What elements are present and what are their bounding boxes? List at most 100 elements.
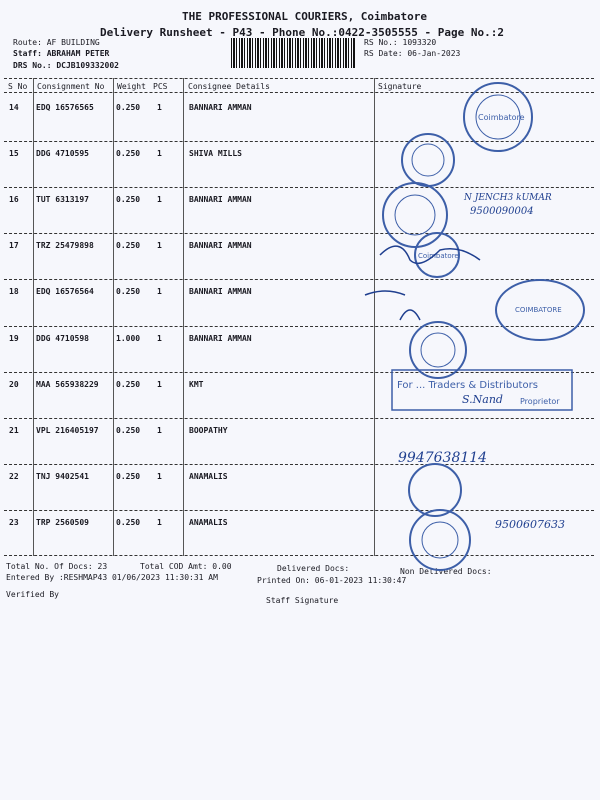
cell-sno: 16	[9, 195, 19, 205]
cell-wt: 0.250	[116, 379, 141, 389]
company-stamp	[409, 321, 467, 379]
svg-text:9500607633: 9500607633	[495, 518, 565, 531]
svg-text:9947638114: 9947638114	[398, 450, 487, 466]
table-row: 14 EDQ 16576565 0.250 1 BANNARI AMMAN	[0, 103, 600, 149]
cell-consignee: BANNARI AMMAN	[189, 287, 252, 297]
svg-text:Coimbatore: Coimbatore	[418, 252, 459, 260]
row-divider	[4, 509, 594, 511]
cell-wt: 0.250	[116, 149, 141, 159]
cell-cn: EDQ 16576564	[36, 287, 94, 297]
verified-by: Verified By	[6, 590, 59, 599]
drs-no: DRS No.: DCJB109332002	[13, 61, 119, 70]
route: Route: AF BUILDING	[13, 38, 100, 47]
company-stamp: Coimbatore	[463, 82, 533, 152]
handwriting: N JENCH3 kUMAR 9500090004 S.Nand 9947638…	[398, 193, 565, 531]
row-divider	[4, 187, 594, 189]
cell-sno: 23	[9, 517, 19, 527]
cell-consignee: KMT	[189, 379, 204, 389]
company-stamp	[401, 133, 455, 187]
cell-sno: 18	[9, 287, 19, 297]
entered-by: Entered By :RESHMAP43 01/06/2023 11:30:3…	[6, 573, 218, 582]
table-row: 21 VPL 216405197 0.250 1 BOOPATHY	[0, 426, 600, 472]
cell-sno: 15	[9, 149, 19, 159]
cell-sno: 14	[9, 103, 19, 112]
company-stamp	[408, 463, 471, 571]
cell-pcs: 1	[157, 471, 162, 481]
cell-pcs: 1	[157, 287, 162, 297]
cell-sno: 22	[9, 471, 19, 481]
svg-text:9500090004: 9500090004	[470, 206, 534, 217]
company-stamp: Coimbatore	[414, 232, 460, 278]
cell-wt: 0.250	[116, 471, 141, 481]
cell-consignee: BANNARI AMMAN	[189, 241, 252, 251]
cell-wt: 0.250	[116, 517, 141, 527]
cell-pcs: 1	[157, 517, 162, 527]
col-sno: S No	[8, 82, 28, 91]
cell-pcs: 1	[157, 149, 162, 159]
svg-text:Proprietor: Proprietor	[520, 397, 560, 406]
svg-text:For ... Traders & Distributors: For ... Traders & Distributors	[397, 380, 538, 391]
cell-consignee: BOOPATHY	[189, 425, 228, 435]
cell-consignee: BANNARI AMMAN	[189, 103, 252, 112]
company-stamp: COIMBATORE	[495, 279, 585, 341]
row-divider	[4, 325, 594, 327]
cell-sno: 20	[9, 379, 19, 389]
cell-pcs: 1	[157, 333, 162, 343]
cell-cn: TRZ 25479898	[36, 241, 94, 251]
cell-sno: 17	[9, 241, 19, 251]
col-consignment: Consignment No	[37, 82, 105, 91]
row-divider	[4, 233, 594, 235]
non-delivered-docs: Non Delivered Docs:	[400, 567, 492, 576]
table-row: 15 DDG 4710595 0.250 1 SHIVA MILLS	[0, 149, 600, 195]
total-docs: Total No. Of Docs: 23	[6, 562, 108, 571]
svg-text:N JENCH3 kUMAR: N JENCH3 kUMAR	[463, 193, 552, 203]
cell-pcs: 1	[157, 195, 162, 205]
col-pcs: PCS	[153, 82, 168, 91]
company-stamp	[382, 182, 448, 248]
staff-signature: Staff Signature	[266, 596, 339, 605]
cell-consignee: BANNARI AMMAN	[189, 195, 252, 205]
rs-date: RS Date: 06-Jan-2023	[364, 49, 461, 58]
cell-wt: 0.250	[116, 103, 141, 112]
staff: Staff: ABRAHAM PETER	[13, 49, 110, 58]
cell-consignee: ANAMALIS	[189, 471, 228, 481]
cell-pcs: 1	[157, 241, 162, 251]
cell-cn: TRP 2560509	[36, 517, 89, 527]
printed-on: Printed On: 06-01-2023 11:30:47	[257, 576, 407, 585]
cell-cn: DDG 4710598	[36, 333, 89, 343]
cell-cn: MAA 565938229	[36, 379, 99, 389]
company-title: THE PROFESSIONAL COURIERS, Coimbatore	[182, 10, 428, 23]
cell-consignee: SHIVA MILLS	[189, 149, 242, 159]
svg-text:S.Nand: S.Nand	[462, 393, 503, 406]
barcode	[231, 38, 355, 68]
cell-wt: 0.250	[116, 241, 141, 251]
cell-wt: 0.250	[116, 425, 141, 435]
cell-cn: VPL 216405197	[36, 425, 99, 435]
row-divider	[4, 555, 594, 556]
col-consignee: Consignee Details	[188, 82, 270, 91]
runsheet-subtitle: Delivery Runsheet - P43 - Phone No.:0422…	[100, 26, 504, 39]
row-divider	[4, 279, 594, 281]
cell-pcs: 1	[157, 425, 162, 435]
cell-cn: DDG 4710595	[36, 149, 89, 159]
cell-pcs: 1	[157, 103, 162, 112]
row-divider	[4, 417, 594, 419]
col-weight: Weight	[117, 82, 146, 91]
cell-wt: 1.000	[116, 333, 141, 343]
cell-consignee: ANAMALIS	[189, 517, 228, 527]
cell-cn: EDQ 16576565	[36, 103, 94, 112]
col-signature: Signature	[378, 82, 422, 91]
svg-text:COIMBATORE: COIMBATORE	[515, 306, 562, 314]
cell-sno: 21	[9, 425, 19, 435]
cell-sno: 19	[9, 333, 19, 343]
total-cod: Total COD Amt: 0.00	[140, 562, 232, 571]
table-row: 17 TRZ 25479898 0.250 1 BANNARI AMMAN	[0, 241, 600, 287]
row-divider	[4, 141, 594, 143]
